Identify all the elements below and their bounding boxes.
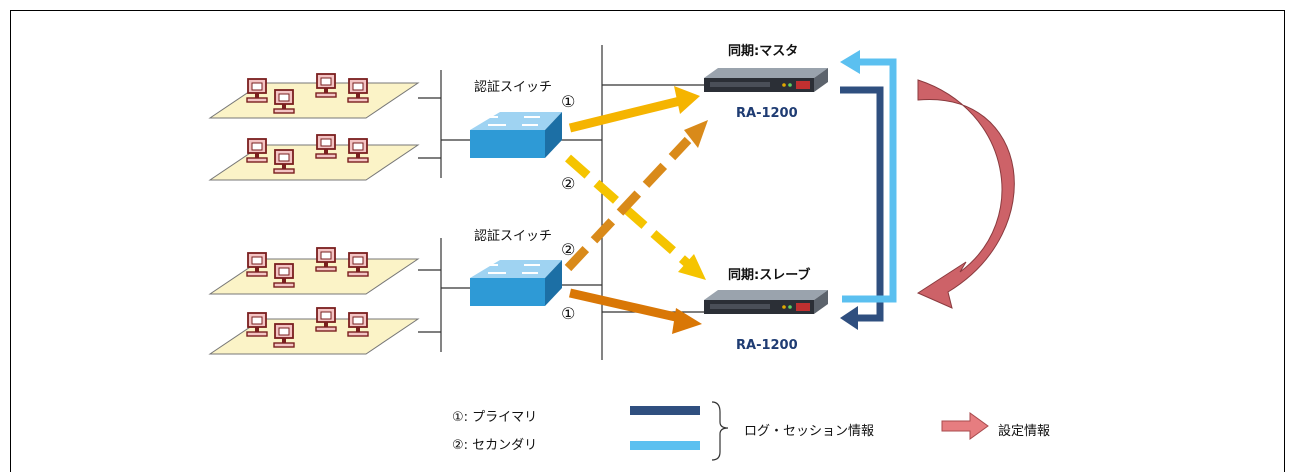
master-title: 同期:マスタ [728, 44, 799, 59]
computer-icon [273, 149, 295, 174]
marker-primary-bottom: ① [561, 304, 576, 323]
floor-plane [208, 258, 420, 295]
computer-icon [246, 138, 268, 163]
master-model-label: RA-1200 [736, 106, 798, 121]
auth-switch-top [470, 112, 562, 158]
legend-light-line [630, 441, 700, 450]
computer-icon [273, 89, 295, 114]
slave-title: 同期:スレーブ [728, 268, 811, 283]
arrow-primary-bottom [569, 288, 702, 334]
legend-settings: 設定情報 [998, 424, 1051, 439]
computer-icon [273, 263, 295, 288]
server-slave [704, 280, 828, 314]
computer-icon [347, 78, 369, 103]
computer-icon [315, 134, 337, 159]
arrow-secondary-bottom [564, 120, 708, 272]
computer-icon [347, 312, 369, 337]
floor-plane [208, 82, 420, 119]
arrow-primary-top [568, 86, 700, 133]
computer-icon [347, 138, 369, 163]
computer-icon [246, 312, 268, 337]
diagram-frame [10, 10, 1285, 472]
marker-primary-top: ① [561, 92, 576, 111]
auth-switch-bottom [470, 260, 562, 306]
marker-secondary-bottom: ② [561, 240, 576, 259]
legend-dark-line [630, 406, 700, 415]
marker-secondary-top: ② [561, 174, 576, 193]
legend-settings-arrow [941, 412, 989, 440]
sync-log-dark [840, 86, 884, 330]
arrow-secondary-top [565, 154, 706, 280]
computer-icon [315, 247, 337, 272]
computer-icon [347, 252, 369, 277]
switch-top-label: 認証スイッチ [474, 80, 553, 95]
floor-plane [208, 318, 420, 355]
computer-icon [246, 252, 268, 277]
floor-group-bottom [208, 258, 420, 355]
slave-model-label: RA-1200 [736, 338, 798, 353]
switch-bottom-label: 認証スイッチ [474, 229, 553, 244]
legend-brace [711, 401, 729, 461]
settings-sync-arrow [916, 79, 1015, 309]
computer-icon [273, 323, 295, 348]
server-master [704, 58, 828, 92]
legend-secondary: ②: セカンダリ [452, 438, 538, 453]
sync-log-light [840, 50, 897, 303]
legend-log-session: ログ・セッション情報 [744, 424, 875, 439]
computer-icon [246, 78, 268, 103]
computer-icon [315, 307, 337, 332]
legend-primary: ①: プライマリ [452, 410, 538, 425]
computer-icon [315, 73, 337, 98]
floor-group-top [208, 82, 420, 181]
network-wiring [418, 45, 704, 360]
floor-plane [208, 144, 420, 181]
